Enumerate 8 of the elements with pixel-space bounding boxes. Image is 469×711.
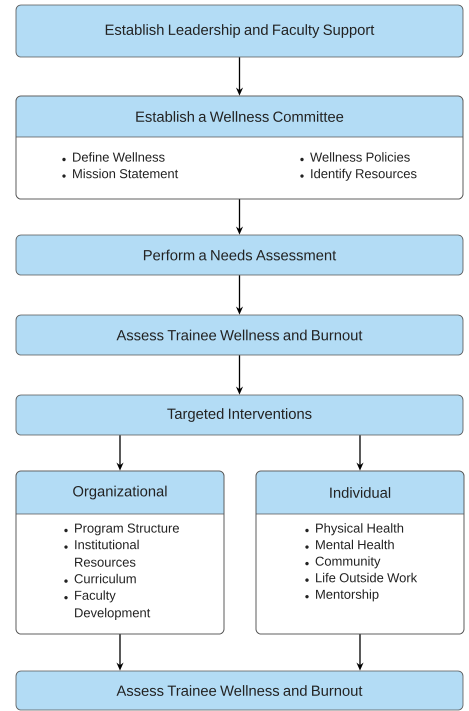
process-box: Establish a Wellness Committee Define Wellness Mission Statement Wellness Policies Identify Resources [16, 96, 464, 200]
process-box: Individual Physical Health Mental Health Community Life Outside Work Mentorship [256, 470, 464, 634]
process-box: Assess Trainee Wellness and Burnout [16, 670, 464, 710]
process-box: Assess Trainee Wellness and Burnout [16, 314, 464, 356]
process-box: Perform a Needs Assessment [16, 234, 464, 276]
process-box: Establish Leadership and Faculty Support [16, 4, 464, 58]
process-box: Targeted Interventions [16, 394, 464, 436]
process-box: Organizational Program Structure Institutional Resources Curriculum Faculty Development [16, 470, 224, 634]
